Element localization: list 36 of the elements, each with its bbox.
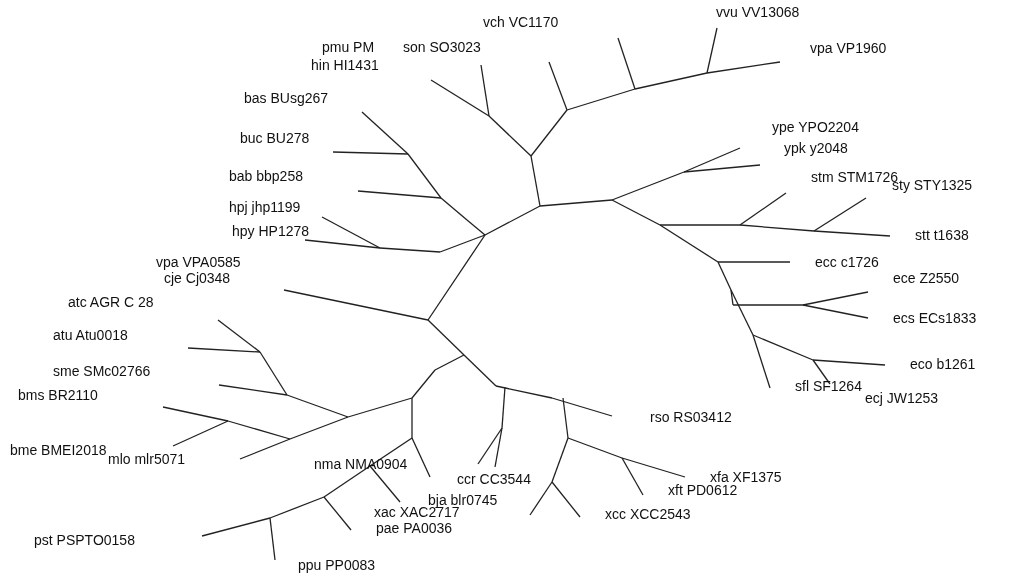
taxon-label: vpa VPA0585 bbox=[156, 254, 241, 270]
taxon-label: xfa XF1375 bbox=[710, 469, 782, 485]
taxon-label: buc BU278 bbox=[240, 130, 310, 146]
taxon-label: vpa VP1960 bbox=[810, 40, 887, 56]
taxon-label: bme BMEI2018 bbox=[10, 442, 107, 458]
taxon-label: ecs ECs1833 bbox=[893, 310, 977, 326]
taxon-label: hin HI1431 bbox=[311, 57, 379, 73]
taxon-label: sfl SF1264 bbox=[795, 378, 862, 394]
taxon-label: ecc c1726 bbox=[815, 254, 879, 270]
taxon-label: ece Z2550 bbox=[893, 270, 960, 286]
taxon-label: pae PA0036 bbox=[376, 520, 453, 536]
taxon-label: xcc XCC2543 bbox=[605, 506, 691, 522]
taxon-label: ypk y2048 bbox=[784, 140, 848, 156]
taxon-label: ecj JW1253 bbox=[865, 390, 939, 406]
taxon-label: rso RS03412 bbox=[650, 409, 732, 425]
taxon-label: hpy HP1278 bbox=[232, 223, 310, 239]
taxon-label: sme SMc02766 bbox=[53, 363, 151, 379]
taxon-label: ccr CC3544 bbox=[457, 471, 531, 487]
taxon-label: bab bbp258 bbox=[229, 168, 303, 184]
taxon-label: son SO3023 bbox=[403, 39, 481, 55]
taxon-label: cje Cj0348 bbox=[164, 270, 231, 286]
taxon-label: xft PD0612 bbox=[668, 482, 738, 498]
taxon-label: stt t1638 bbox=[915, 227, 969, 243]
taxon-label: atu Atu0018 bbox=[53, 327, 128, 343]
taxon-label: ppu PP0083 bbox=[298, 557, 376, 573]
taxon-label: bms BR2110 bbox=[18, 387, 98, 403]
taxon-label: pmu PM bbox=[322, 39, 375, 55]
taxon-label: hpj jhp1199 bbox=[229, 199, 301, 215]
taxon-label: pst PSPTO0158 bbox=[34, 532, 135, 548]
taxon-label: vch VC1170 bbox=[483, 14, 559, 30]
taxon-label: mlo mlr5071 bbox=[108, 451, 186, 467]
taxon-label: ype YPO2204 bbox=[772, 119, 859, 135]
taxon-label: eco b1261 bbox=[910, 356, 976, 372]
taxon-label: bas BUsg267 bbox=[244, 90, 329, 106]
taxon-label: vvu VV13068 bbox=[716, 4, 800, 20]
taxon-label: atc AGR C 28 bbox=[68, 294, 154, 310]
